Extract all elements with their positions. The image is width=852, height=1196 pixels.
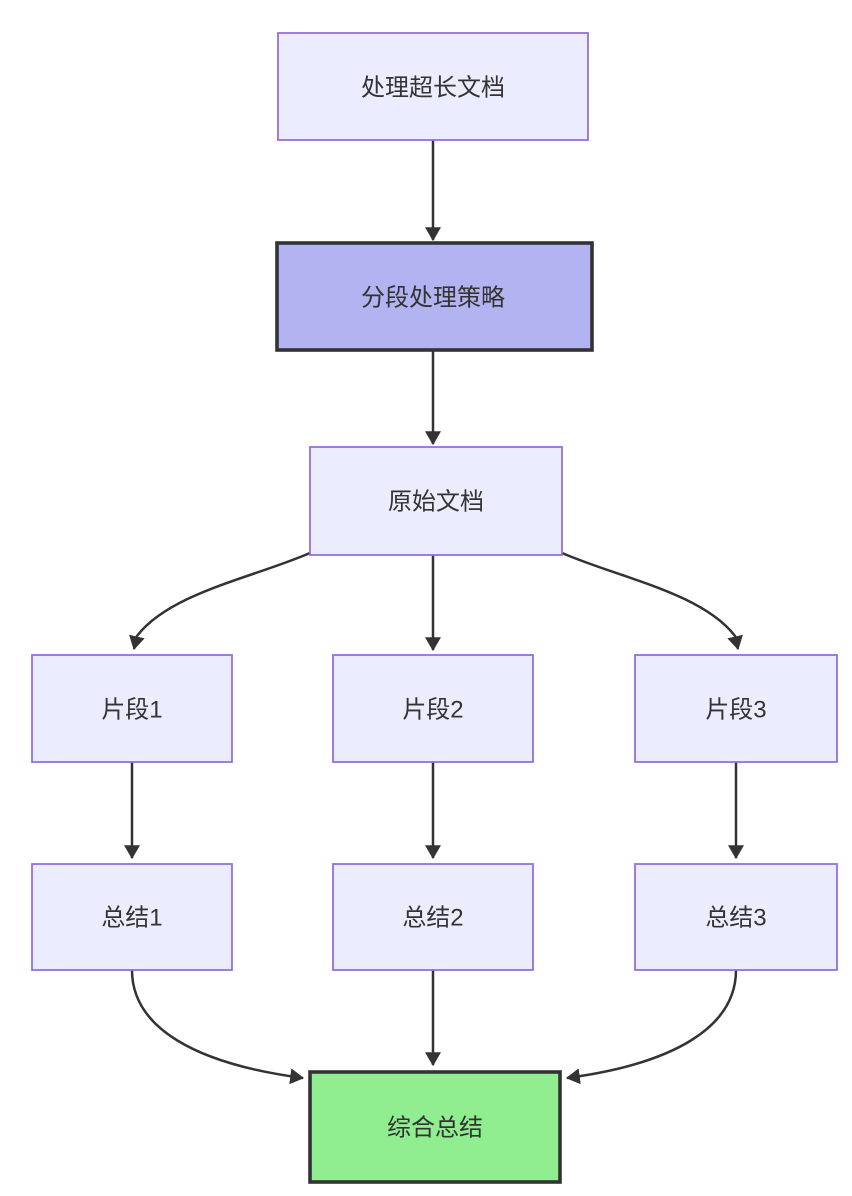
nodes-layer: 处理超长文档 分段处理策略 原始文档 片段1 片段2 片段3 xyxy=(31,32,838,1184)
node-summary-2-label: 总结2 xyxy=(402,905,463,932)
node-original-doc: 原始文档 xyxy=(309,446,563,556)
node-final-summary-box xyxy=(308,1070,562,1184)
node-process-long-doc: 处理超长文档 xyxy=(277,32,589,141)
node-segmentation-strategy: 分段处理策略 xyxy=(275,241,594,352)
node-segmentation-strategy-box xyxy=(275,241,594,352)
node-original-doc-box xyxy=(309,446,563,556)
node-fragment-2-label: 片段2 xyxy=(402,697,463,724)
node-summary-2-box xyxy=(332,863,534,971)
edge-summary-1-to-final xyxy=(130,969,305,1085)
node-fragment-1: 片段1 xyxy=(31,654,233,763)
node-final-summary-label: 综合总结 xyxy=(387,1115,483,1142)
node-process-long-doc-box xyxy=(277,32,589,141)
edge-original-to-fragment-3 xyxy=(561,551,743,651)
node-summary-1-box xyxy=(31,863,233,971)
node-fragment-3: 片段3 xyxy=(634,654,838,763)
node-summary-3-box xyxy=(634,863,838,971)
node-fragment-3-label: 片段3 xyxy=(705,697,766,724)
edges-layer xyxy=(124,140,744,1085)
node-fragment-1-box xyxy=(31,654,233,763)
node-fragment-2-box xyxy=(332,654,534,763)
node-original-doc-label: 原始文档 xyxy=(388,489,484,516)
node-summary-1-label: 总结1 xyxy=(101,905,162,932)
node-segmentation-strategy-label: 分段处理策略 xyxy=(361,285,505,312)
node-fragment-2: 片段2 xyxy=(332,654,534,763)
node-summary-1: 总结1 xyxy=(31,863,233,971)
node-summary-2: 总结2 xyxy=(332,863,534,971)
node-fragment-3-box xyxy=(634,654,838,763)
node-final-summary: 综合总结 xyxy=(308,1070,562,1184)
node-fragment-1-label: 片段1 xyxy=(101,697,162,724)
edge-summary-3-to-final xyxy=(565,969,738,1085)
node-summary-3-label: 总结3 xyxy=(705,905,766,932)
node-summary-3: 总结3 xyxy=(634,863,838,971)
node-process-long-doc-label: 处理超长文档 xyxy=(361,75,505,102)
edge-original-to-fragment-1 xyxy=(129,551,311,651)
